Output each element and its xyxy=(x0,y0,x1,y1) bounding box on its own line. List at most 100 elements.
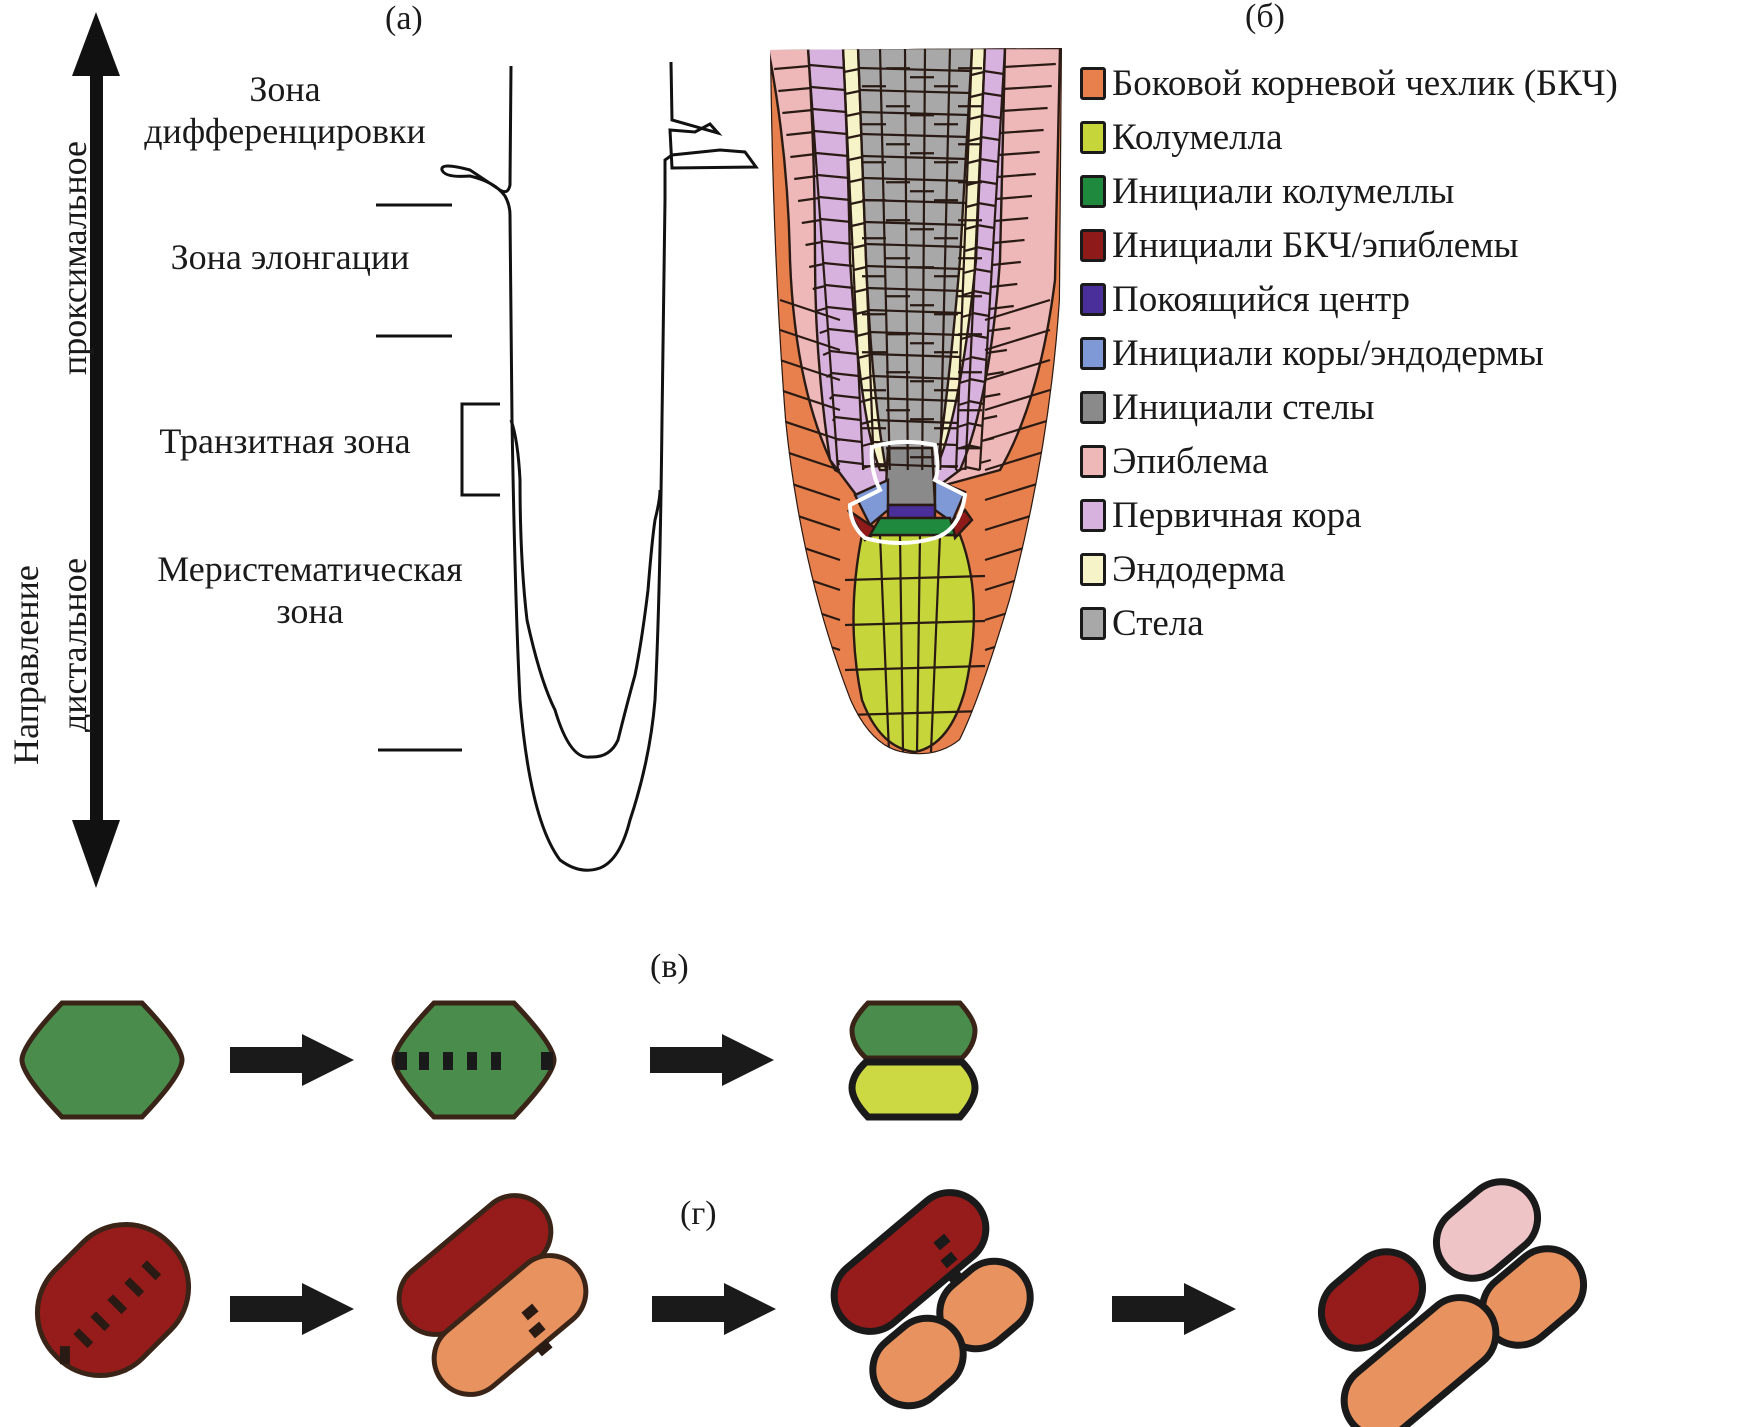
cell-wall xyxy=(970,355,987,362)
cell-wall xyxy=(986,348,1008,355)
cell-wall xyxy=(859,88,971,95)
panel-b-label: (б) xyxy=(1245,0,1285,35)
cell-wall xyxy=(779,358,841,382)
cell-wall xyxy=(980,135,1000,142)
division-plane-dashes xyxy=(521,1303,553,1357)
cell-wall xyxy=(967,158,981,165)
legend-label: Покоящийся центр xyxy=(1112,278,1411,320)
cell-wall xyxy=(963,268,976,275)
cell-wall xyxy=(794,174,818,181)
cell-wall xyxy=(977,201,996,208)
cell-wall xyxy=(853,265,867,272)
cell-wall xyxy=(871,396,959,403)
cell-wall xyxy=(869,352,961,359)
cell-wall xyxy=(812,284,826,291)
legend-item: Эпиблема xyxy=(1080,434,1618,488)
dividing-cell xyxy=(391,1000,557,1120)
cell-wall xyxy=(969,377,986,384)
legend-label: Эпиблема xyxy=(1112,440,1269,482)
legend-swatch xyxy=(1080,282,1106,316)
cell-wall xyxy=(782,108,813,115)
zone-label-line: зона xyxy=(276,591,344,632)
arrow-icon xyxy=(230,1034,354,1086)
cell-wall xyxy=(996,172,1036,179)
cell-wall xyxy=(779,388,841,412)
cell-wall xyxy=(779,448,841,472)
legend-item: Колумелла xyxy=(1080,110,1618,164)
cell-wall xyxy=(858,66,972,73)
division-plane-dashes xyxy=(395,1052,553,1070)
cell-wall xyxy=(825,283,855,290)
cell-wall xyxy=(861,132,969,139)
cell-wall xyxy=(822,239,853,246)
cell-wall xyxy=(852,243,866,250)
cell-wall xyxy=(975,245,994,252)
cell-wall xyxy=(828,395,834,400)
zone-meristem-label: Меристематическая зона xyxy=(105,548,515,633)
cell-wall xyxy=(790,152,816,159)
cell-wall xyxy=(959,378,970,385)
cell-wall xyxy=(898,534,905,753)
legend-item: Стела xyxy=(1080,596,1618,650)
lrc-daughter-cell xyxy=(431,1253,589,1397)
cell-wall xyxy=(815,306,828,313)
cell-wall xyxy=(829,349,858,356)
legend-item: Инициали БКЧ/эпиблемы xyxy=(1080,218,1618,272)
cell-wall xyxy=(965,202,979,209)
cell-wall xyxy=(960,334,972,341)
cell-wall xyxy=(774,64,810,71)
cell-wall xyxy=(826,305,856,312)
stage-2-cells xyxy=(396,1193,589,1397)
cell-wall xyxy=(820,217,852,224)
cell-wall xyxy=(815,151,849,158)
cell-wall xyxy=(984,298,1051,322)
legend-swatch xyxy=(1080,120,1106,154)
legend-item: Покоящийся центр xyxy=(1080,272,1618,326)
cell-wall xyxy=(867,308,963,315)
arrow-down-head xyxy=(72,820,120,888)
legend: Боковой корневой чехлик (БКЧ) Колумелла … xyxy=(1080,56,1618,650)
cell-wall xyxy=(836,437,863,444)
cell-wall xyxy=(856,331,870,338)
columella-initials-region xyxy=(867,516,957,537)
cell-wall xyxy=(994,216,1029,223)
cell-wall xyxy=(970,92,984,99)
cell-wall xyxy=(861,441,874,448)
initial-daughter-cell xyxy=(1317,1248,1427,1352)
legend-label: Первичная кора xyxy=(1112,494,1362,536)
legend-item: Первичная кора xyxy=(1080,488,1618,542)
legend-label: Стела xyxy=(1112,602,1204,644)
cell-wall xyxy=(962,290,974,297)
lrc-epidermis-initial-cell xyxy=(34,1221,192,1379)
cell-wall xyxy=(995,194,1033,201)
panel-c-diagram xyxy=(19,1000,979,1121)
cell-wall xyxy=(971,333,989,340)
legend-swatch xyxy=(1080,498,1106,532)
cell-wall xyxy=(984,448,1051,472)
cell-wall xyxy=(846,133,862,140)
cell-wall xyxy=(979,157,999,164)
cell-wall xyxy=(968,136,982,143)
columella-initial-cell xyxy=(19,1000,185,1120)
cell-wall xyxy=(915,534,922,753)
zone-transition-label: Транзитная зона xyxy=(115,420,455,462)
cell-wall xyxy=(965,224,978,231)
cell-wall xyxy=(969,114,983,121)
cell-wall xyxy=(857,353,870,360)
division-plane-dashes xyxy=(59,1260,162,1365)
cell-wall xyxy=(834,415,862,422)
cell-shape xyxy=(19,1000,185,1120)
cell-wall xyxy=(987,326,1011,333)
legend-swatch xyxy=(1080,174,1106,208)
cell-wall xyxy=(844,709,986,717)
cell-wall xyxy=(808,262,824,269)
cell-wall xyxy=(841,48,865,471)
legend-swatch xyxy=(1080,66,1106,100)
zone-elongation-label: Зона элонгации xyxy=(120,236,460,278)
cell-wall xyxy=(989,304,1014,311)
cell-wall xyxy=(957,422,968,429)
cell-wall xyxy=(860,419,873,426)
cell-wall xyxy=(859,397,872,404)
cell-wall xyxy=(955,466,966,473)
